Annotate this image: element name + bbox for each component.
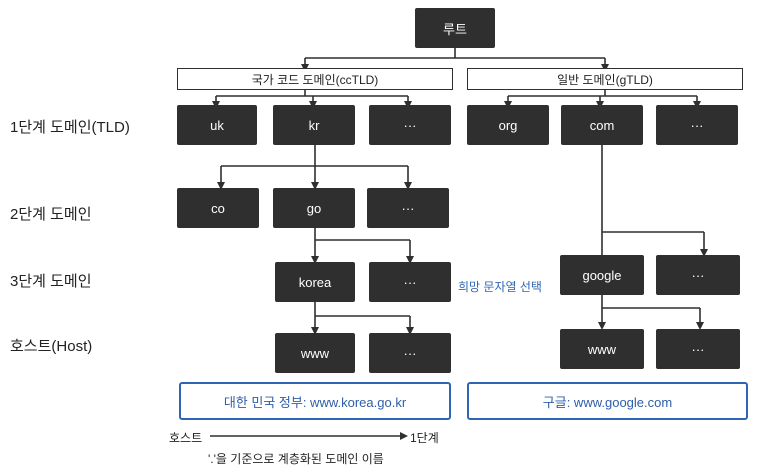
- level-label-third: 3단계 도메인: [10, 273, 92, 290]
- cctld-group: 국가 코드 도메인(ccTLD): [177, 68, 453, 90]
- node-com-more: ···: [656, 255, 740, 295]
- level-label-second: 2단계 도메인: [10, 206, 92, 223]
- node-kr: kr: [273, 105, 355, 145]
- level-label-tld: 1단계 도메인(TLD): [10, 119, 130, 136]
- node-google: google: [560, 255, 644, 295]
- node-korea-more: ···: [369, 333, 451, 373]
- node-co: co: [177, 188, 259, 228]
- root-node: 루트: [415, 8, 495, 48]
- gtld-group: 일반 도메인(gTLD): [467, 68, 743, 90]
- node-uk: uk: [177, 105, 257, 145]
- node-go: go: [273, 188, 355, 228]
- select-hint-label: 희망 문자열 선택: [458, 280, 542, 294]
- node-go-more: ···: [369, 262, 451, 302]
- node-gtld-more: ···: [656, 105, 738, 145]
- node-korea: korea: [275, 262, 355, 302]
- example-google: 구글: www.google.com: [467, 382, 748, 420]
- node-www-google: www: [560, 329, 644, 369]
- level-label-host: 호스트(Host): [10, 338, 93, 355]
- example-korea: 대한 민국 정부: www.korea.go.kr: [179, 382, 451, 420]
- node-org: org: [467, 105, 549, 145]
- node-www-korea: www: [275, 333, 355, 373]
- axis-caption: '.'을 기준으로 계층화된 도메인 이름: [208, 452, 384, 466]
- node-kr-more: ···: [367, 188, 449, 228]
- axis-from-label: 호스트: [169, 431, 203, 445]
- node-com: com: [561, 105, 643, 145]
- node-google-more: ···: [656, 329, 740, 369]
- axis-to-label: 1단계: [410, 431, 439, 445]
- node-cctld-more: ···: [369, 105, 451, 145]
